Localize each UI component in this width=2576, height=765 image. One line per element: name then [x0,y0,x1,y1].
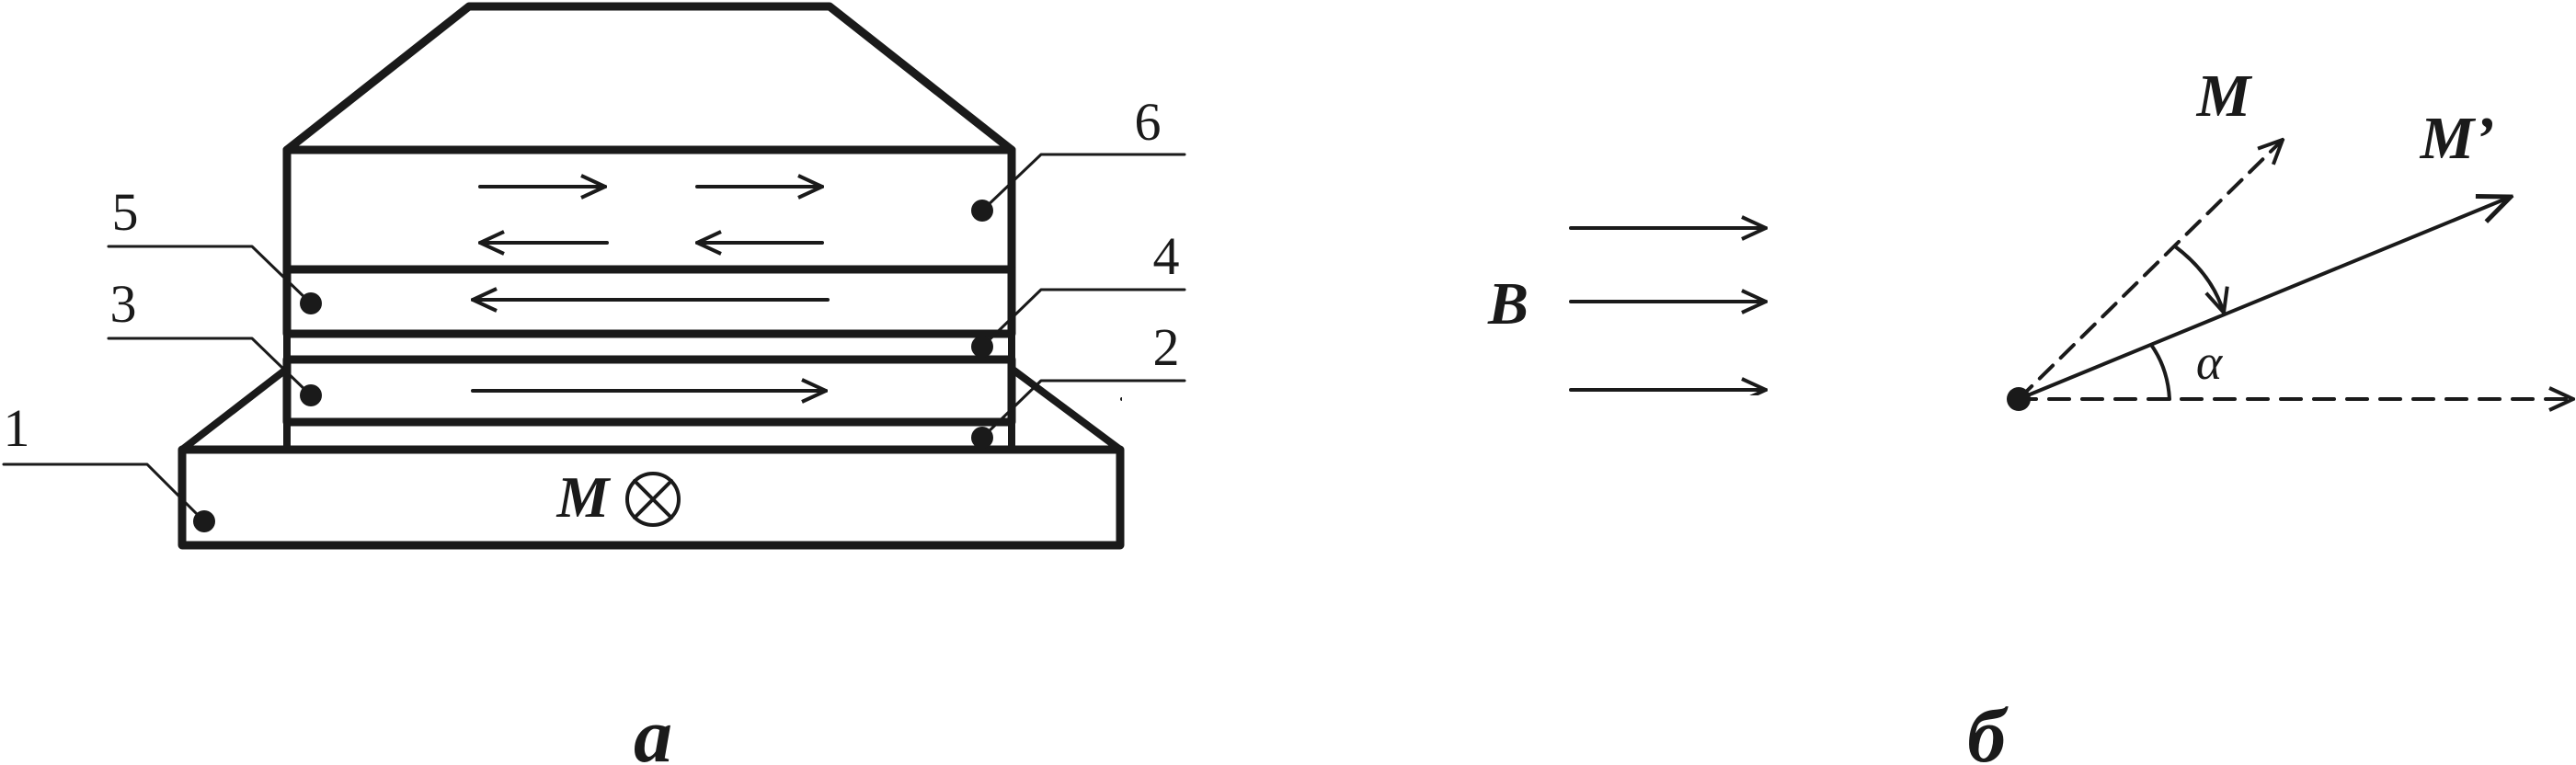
leader-5 [107,245,313,305]
label-6: 6 [1135,92,1162,152]
dot-4 [971,336,993,358]
dot-1 [193,510,215,532]
into-page-symbol [625,472,681,527]
caption-a: а [634,693,672,765]
caption-b: б [1967,693,2009,765]
vector-m-prime [2017,197,2511,401]
label-5: 5 [112,182,139,242]
angle-arc [2149,343,2171,401]
leader-3 [107,337,313,397]
leader-2 [980,379,1186,440]
rotation-arc [2173,245,2224,313]
vector-m [2017,140,2283,401]
dot-2 [971,427,993,449]
leader-6 [980,153,1186,212]
right-slope [1008,365,1124,453]
dot-5 [300,292,322,314]
angle-label: α [2196,335,2224,390]
label-2: 2 [1153,317,1180,377]
leader-1 [2,462,206,523]
panel-a [2,2,1186,550]
vector-m-label: M [2196,63,2253,130]
top-cap [282,2,1016,154]
label-1: 1 [4,398,30,458]
panel-b [1120,140,2575,411]
label-3: 3 [110,274,137,334]
dot-6 [971,200,993,222]
origin-dot [2007,387,2031,411]
dot-3 [300,384,322,406]
leader-4 [980,288,1186,348]
substrate-magnetization-label: M [556,464,612,530]
vector-m-prime-label: M’ [2420,105,2495,172]
field-label: B [1487,270,1528,337]
layer-6 [282,145,1016,274]
left-slope [178,365,291,453]
label-4: 4 [1153,226,1180,286]
